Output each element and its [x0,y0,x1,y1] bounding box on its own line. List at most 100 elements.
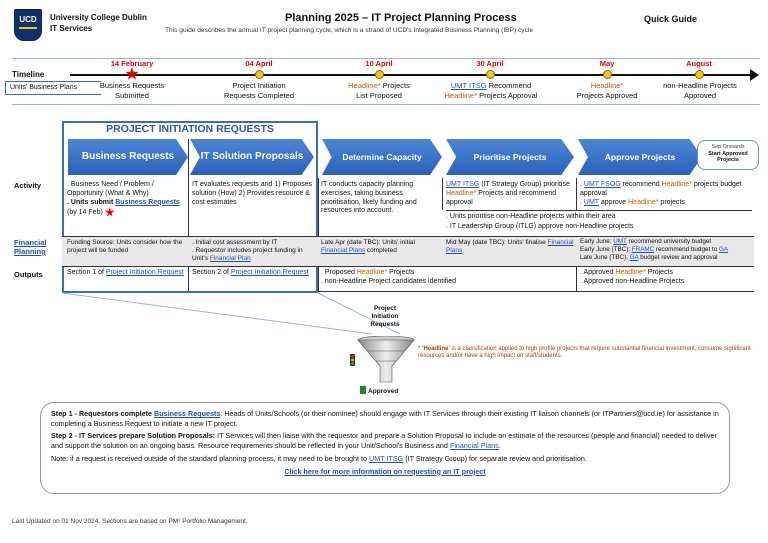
business-requests-link[interactable]: Business Requests [115,198,180,206]
timeline-line [70,74,752,76]
output-text: Projects [387,269,415,276]
phase-approve-projects: Approve Projects [578,139,702,175]
phase-business-requests: Business Requests [68,139,188,175]
col-divider [576,178,577,210]
project-initiation-frame [62,121,318,293]
financial-text: Late June (TBC): [580,254,630,262]
milestone-line1: UMT ITSG Recommend [424,81,558,90]
headline-tag: Headline* [444,91,478,100]
financial-text: Early June (TBC): [580,246,632,254]
activity-approve: . UMT FSOG recommend Headline* projects … [580,181,752,207]
row-label-financial-planning[interactable]: Financial Planning [14,238,47,256]
milestone-line2: Headline* Projects Approval [424,91,558,100]
org-name: University College Dublin [50,13,147,22]
headline-tag: Headline* [628,198,659,206]
step-1-heading: Step 1 - Requestors complete [51,409,155,418]
activity-text: approve [598,198,629,206]
financial-text: . Initial cost assessment by IT [192,239,278,246]
financial-plans-link[interactable]: Financial Plans [321,247,366,255]
milestone-date: 04 April [245,59,273,68]
org-unit: IT Services [50,24,93,33]
activity-text: Projects and recommend approval [446,189,557,206]
financial-business-requests: Funding Source: Units consider how the p… [67,239,183,255]
activity-text: (by 14 Feb) [67,209,103,217]
framc-link[interactable]: FRAMC [631,246,655,254]
row-divider [318,291,754,292]
business-requests-link[interactable]: Business Requests [154,409,221,418]
ucd-logo: UCD [14,9,42,41]
umt-fsog-link[interactable]: UMT FSOG [583,181,621,188]
approved-text: Approved [368,388,399,395]
row-label-activity: Activity [14,181,42,190]
headline-tag: Headline* [446,189,477,197]
financial-text: budget review and approval [638,254,718,262]
milestone-date: 30 April [476,59,504,68]
ga-link[interactable]: GA [718,246,729,254]
approved-flag-icon [360,386,366,394]
note-term: 'Headline' [422,346,450,352]
project-initiation-request-link[interactable]: Project Initiation Request [105,269,184,276]
row-divider [62,236,754,237]
financial-text: Late Apr (date TBC): Units' initial [321,239,415,246]
step-2: Step 2 - IT Services prepare Solution Pr… [51,431,719,450]
traffic-light-icon [350,354,355,366]
output-approve: . Approved Headline* Projects . Approved… [580,269,752,287]
milestone-line1: Project Initiation [232,81,286,90]
milestone-line1: non-Headline Projects [663,81,737,90]
activity-text: . [580,181,584,188]
note-star: * [418,346,423,352]
activity-span-line1: . Units prioritise non-Headline projects… [446,213,616,220]
financial-plans-link[interactable]: Financial Plans [446,239,574,255]
activity-it-solution: IT evaluates requests and 1) Proposes so… [192,181,313,206]
output-text: Section 1 of [67,269,106,276]
logo-text: UCD [19,15,37,24]
activity-text: projects budget approval [580,181,742,197]
financial-text: recommend budget to [654,246,719,254]
output-text: . Approved non-Headline Projects [580,277,685,285]
funnel-label: Project Initiation Requests [370,305,400,328]
milestone-line1: Business Requests [99,81,165,90]
milestone-line1-text: Projects [380,81,410,90]
output-text: . Approved [580,269,616,276]
output-text: Section 2 of [192,269,231,276]
star-icon [104,207,115,217]
step-2-heading: Step 2 - IT Services prepare Solution Pr… [51,431,216,441]
financial-row-bg [62,237,754,266]
umt-itsg-link[interactable]: UMT ITSG [369,453,404,463]
activity-text: projects [658,198,685,206]
timeline-label: Timeline [12,70,45,79]
page-title: Planning 2025 – IT Project Planning Proc… [285,12,517,24]
footer-updated: Last Updated on 01 Nov 2024. Sections ar… [12,518,248,525]
sep-onwards-label: Sep Onwards [711,144,745,150]
financial-determine-capacity: Late Apr (date TBC): Units' initial Fina… [321,239,440,255]
financial-prioritise: Mid May (date TBC): Units' finalise Fina… [446,239,574,255]
output-it-solution: Section 2 of Project Initiation Request [192,269,314,278]
financial-text: Early June: [580,238,614,245]
financial-plan-link[interactable]: Financial Plan [209,255,251,263]
financial-it-solution: . Initial cost assessment by IT . Reques… [192,239,314,263]
umt-link[interactable]: UMT [583,198,599,206]
milestone-line2: Requests Completed [223,91,295,100]
quick-guide-label: Quick Guide [644,14,698,24]
step-2-text: IT Services will then liaise with the re… [51,431,717,451]
timeline-arrow-icon [750,69,759,81]
financial-text: recommend university budget [626,238,712,245]
timeline-top-border [12,58,760,59]
ga-link[interactable]: GA [629,254,639,262]
financial-plans-link[interactable]: Financial Plans [449,441,499,451]
row-divider [446,210,576,211]
activity-prioritise: UMT ITSG (IT Strategy Group) prioritise … [446,181,574,207]
phase-it-solution-proposals: IT Solution Proposals [190,139,314,175]
col-divider [442,178,443,210]
umt-itsg-link[interactable]: UMT ITSG [446,181,480,188]
output-text: . non-Headline Project candidates identi… [321,277,457,285]
project-initiation-request-link[interactable]: Project Initiation Request [230,269,309,276]
umt-itsg-link[interactable]: UMT ITSG [450,81,487,90]
umt-link[interactable]: UMT [613,238,627,245]
milestone-date: 14 February [110,59,154,68]
more-info-link[interactable]: Click here for more information on reque… [284,466,486,476]
milestone-dot-icon [255,70,264,79]
activity-text: recommend [620,181,662,188]
financial-text: Mid May (date TBC): Units' finalise [446,239,548,246]
activity-text: (IT Strategy Group) prioritise [479,181,570,188]
